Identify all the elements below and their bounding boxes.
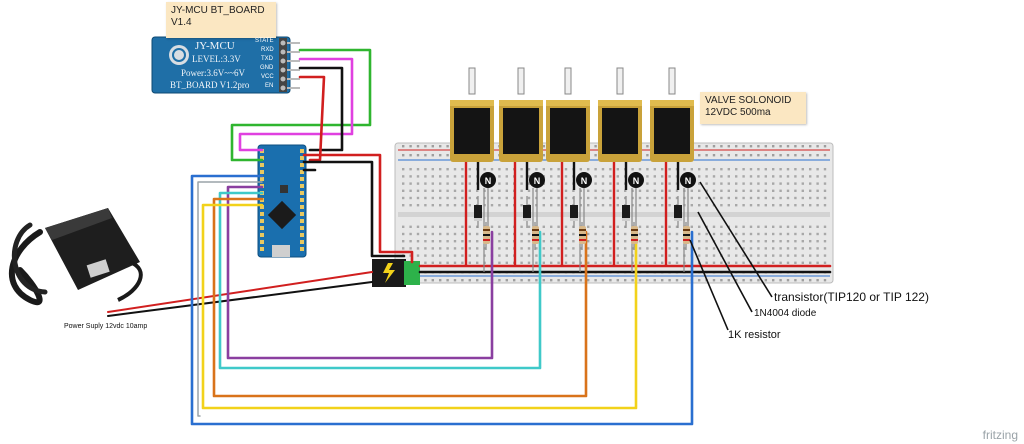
wire-signal-stub (197, 181, 263, 417)
bt-pin-state: STATE (255, 38, 274, 44)
bt-pin-vcc: VCC (261, 74, 274, 80)
power-supply (9, 208, 143, 306)
wire-signal-1 (226, 185, 494, 360)
solenoid-plunger (468, 67, 476, 95)
transistor-label: transistor(TIP120 or TIP 122) (774, 290, 929, 304)
label-leader-lines (689, 181, 773, 331)
transistor-mark: N (534, 176, 541, 186)
fritzing-brand: fritzing (982, 428, 1018, 442)
wire-supply-negative (107, 281, 373, 317)
bt-pin-gnd: GND (260, 65, 274, 71)
transistor (529, 172, 545, 188)
bt-pin-en: EN (265, 83, 274, 89)
diode (674, 205, 682, 221)
diode (622, 205, 630, 221)
transistor-mark: N (581, 176, 588, 186)
solenoid-coil (602, 108, 638, 154)
transistor-mark: N (633, 176, 640, 186)
wire-signal-4 (201, 203, 638, 410)
wires (107, 48, 832, 426)
solenoid-plunger (517, 67, 525, 95)
transistor (628, 172, 644, 188)
bluetooth-module (151, 36, 300, 94)
wire-bt-rxd (230, 48, 372, 162)
wire-5v-rail (302, 153, 414, 264)
dc-power-jack (372, 259, 420, 287)
solenoid-coil (550, 108, 586, 154)
resistor-label: 1K resistor (728, 329, 781, 341)
bt-brand-text: JY-MCU (195, 40, 235, 52)
solenoid-coil (503, 108, 539, 154)
solenoid-plunger (668, 67, 676, 95)
bt-board-note-line1: JY-MCU BT_BOARD (171, 5, 265, 16)
bt-pin-rxd: RXD (261, 47, 274, 53)
diode (570, 205, 578, 221)
bt-board-note-line2: V1.4 (171, 17, 192, 28)
valve-channel-4: N (598, 67, 644, 272)
wire-signal-3 (212, 197, 588, 398)
valve-note-line1: VALVE SOLONOID (705, 95, 792, 106)
transistor (680, 172, 696, 188)
bt-board-note: JY-MCU BT_BOARD V1.4 (166, 2, 276, 38)
diode (523, 205, 531, 221)
valve-channel-5: N (650, 67, 696, 272)
wire-gnd-rail (302, 160, 406, 258)
arduino-nano (257, 144, 307, 258)
valve-note: VALVE SOLONOID 12VDC 500ma (700, 92, 806, 124)
solenoid-plunger (564, 67, 572, 95)
transistor (480, 172, 496, 188)
solenoid-coil (654, 108, 690, 154)
valve-channel-3: N (546, 67, 592, 272)
valve-channel-2: N (499, 67, 545, 272)
bt-level-text: LEVEL:3.3V (192, 54, 241, 64)
power-supply-label: Power Suply 12vdc 10amp (64, 323, 148, 330)
diode-label: 1N4004 diode (754, 308, 817, 319)
wire-supply-positive (107, 271, 373, 313)
diode (474, 205, 482, 221)
wire-bt-gnd (298, 66, 344, 152)
valve-note-line2: 12VDC 500ma (705, 107, 771, 118)
solenoid-plunger (616, 67, 624, 95)
transistor (576, 172, 592, 188)
transistor-mark: N (685, 176, 692, 186)
wire-bt-txd (238, 57, 354, 152)
wire-signal-2 (218, 191, 542, 370)
valve-channel-1: N (450, 67, 496, 272)
wire-bt-vcc (298, 75, 326, 162)
solenoid-coil (454, 108, 490, 154)
wire-signal-5 (190, 174, 694, 426)
bt-board-text: BT_BOARD V1.2pro (170, 80, 250, 90)
bt-pin-txd: TXD (261, 56, 273, 62)
transistor-mark: N (485, 176, 492, 186)
bt-power-text: Power:3.6V~~6V (181, 68, 245, 78)
